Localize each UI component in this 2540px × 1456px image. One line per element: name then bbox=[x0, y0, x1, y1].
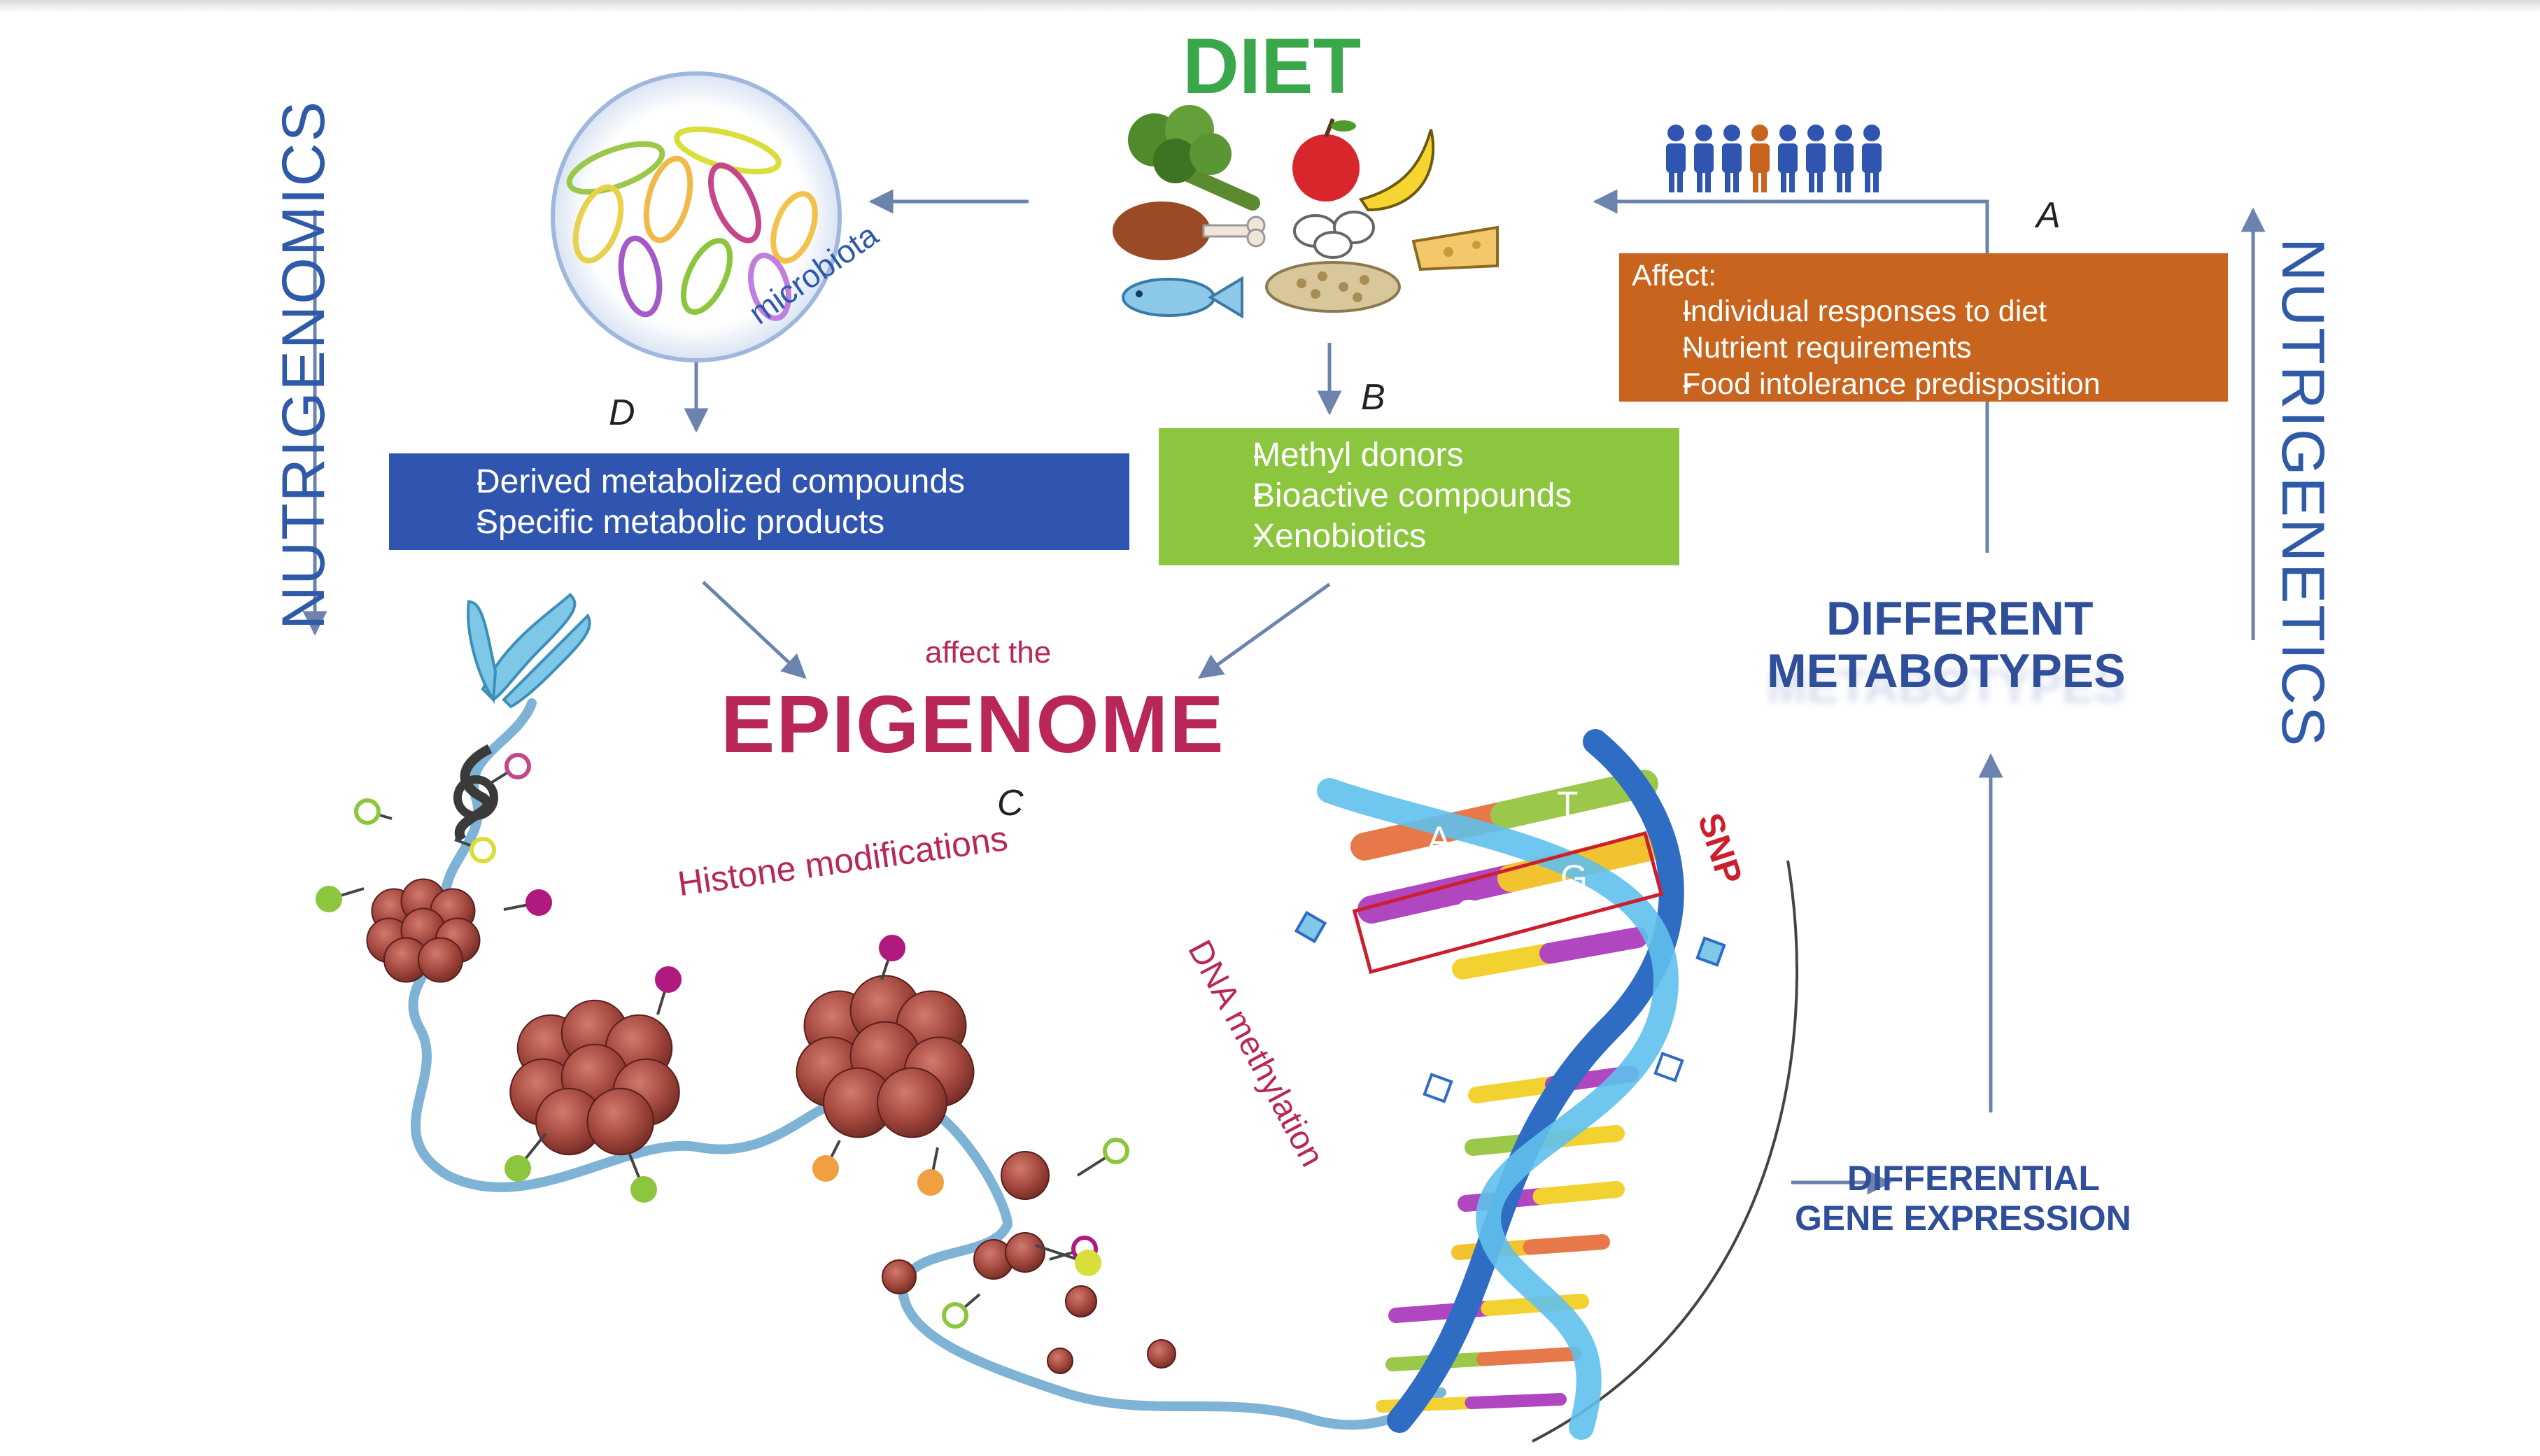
top-shadow-bar bbox=[0, 0, 2540, 13]
chicken-leg-icon bbox=[1113, 202, 1266, 260]
diet-compound-item: Bioactive compounds bbox=[1174, 476, 1664, 516]
modification-mark bbox=[879, 935, 905, 980]
base-letter-g: G bbox=[1560, 858, 1588, 897]
affect-box: Affect: Individual responses to diet Nut… bbox=[1619, 253, 2228, 402]
flow-arrows bbox=[302, 189, 2266, 1443]
microbiota-products-box: Derived metabolized compounds Specific m… bbox=[389, 453, 1129, 550]
broccoli-icon bbox=[1128, 105, 1260, 211]
person-icon bbox=[1750, 125, 1770, 192]
diet-compound-item: Methyl donors bbox=[1174, 435, 1664, 476]
eggs-icon bbox=[1293, 211, 1375, 259]
person-icon bbox=[1778, 125, 1798, 192]
modification-mark bbox=[655, 966, 682, 1015]
modification-mark bbox=[942, 1293, 981, 1329]
nucleosome bbox=[796, 975, 975, 1138]
modification-mark bbox=[1035, 1244, 1101, 1276]
nucleosome bbox=[366, 878, 481, 983]
nutrigenetics-label: NUTRIGENETICS bbox=[2269, 238, 2336, 748]
dna-helix-illustration bbox=[1294, 729, 1726, 1440]
dna-bracket bbox=[1532, 860, 1799, 1443]
methyl-groups bbox=[1294, 910, 1726, 1103]
person-icon bbox=[1834, 125, 1854, 192]
population-icons bbox=[1666, 125, 1882, 192]
person-icon bbox=[1806, 125, 1826, 192]
affect-item: Food intolerance predisposition bbox=[1632, 366, 2215, 402]
microbiota-illustration bbox=[551, 71, 842, 362]
modification-mark bbox=[1076, 1138, 1129, 1177]
modification-mark bbox=[503, 889, 552, 916]
nucleosome bbox=[1005, 1232, 1045, 1273]
nucleosome bbox=[882, 1259, 917, 1294]
person-icon bbox=[1666, 125, 1686, 192]
snp-highlight-box bbox=[1352, 831, 1664, 975]
nucleosome bbox=[1001, 1151, 1050, 1200]
apple-icon bbox=[1292, 118, 1360, 202]
label-c: C bbox=[997, 783, 1024, 824]
base-pair bbox=[1452, 927, 1648, 980]
metabotypes-line1: DIFFERENT bbox=[1826, 592, 2094, 645]
histone-modification-marks bbox=[316, 753, 1129, 1329]
nucleosome bbox=[509, 999, 680, 1156]
nutrigenomics-label: NUTRIGENOMICS bbox=[270, 100, 337, 630]
modification-mark bbox=[488, 753, 531, 785]
diet-compounds-list: Methyl donors Bioactive compounds Xenobi… bbox=[1174, 435, 1664, 557]
nucleosome bbox=[1047, 1348, 1073, 1374]
chromatin-illustration bbox=[316, 593, 1446, 1430]
person-icon bbox=[1694, 125, 1714, 192]
diet-compound-item: Xenobiotics bbox=[1174, 516, 1664, 557]
modification-mark bbox=[505, 1132, 547, 1182]
diet-title: DIET bbox=[1183, 22, 1362, 110]
microbiota-product-item: Specific metabolic products bbox=[403, 502, 1115, 543]
chromosome-icon bbox=[467, 593, 591, 709]
grains-icon bbox=[1265, 261, 1401, 313]
base-letter-c: C bbox=[1455, 893, 1481, 932]
affect-the-label: affect the bbox=[925, 635, 1052, 670]
histone-nucleosomes bbox=[366, 878, 1176, 1374]
nucleosome bbox=[1065, 1285, 1097, 1317]
modification-mark bbox=[917, 1147, 944, 1196]
label-a: A bbox=[2036, 195, 2061, 236]
person-icon bbox=[1722, 125, 1742, 192]
modification-mark bbox=[316, 886, 365, 912]
epigenome-title: EPIGENOME bbox=[721, 679, 1225, 770]
microbiota-product-item: Derived metabolized compounds bbox=[403, 462, 1115, 502]
affect-item: Nutrient requirements bbox=[1632, 330, 2215, 366]
base-letter-t: T bbox=[1557, 784, 1579, 824]
label-d: D bbox=[609, 393, 635, 433]
microbiota-products-list: Derived metabolized compounds Specific m… bbox=[403, 462, 1115, 543]
label-b: B bbox=[1361, 377, 1385, 418]
diet-foods-illustration bbox=[1113, 105, 1499, 319]
gene-expression-line1: DIFFERENTIAL bbox=[1847, 1159, 2101, 1198]
person-icon bbox=[1862, 125, 1882, 192]
arrow-blue-box-to-epigenome bbox=[702, 581, 807, 679]
modification-mark bbox=[354, 798, 393, 825]
dna-strand-front bbox=[1317, 778, 1679, 1440]
base-letter-a: A bbox=[1427, 819, 1451, 858]
fish-icon bbox=[1122, 276, 1243, 319]
affect-list: Individual responses to diet Nutrient re… bbox=[1632, 293, 2215, 402]
base-pair bbox=[1385, 1347, 1581, 1371]
metabotypes-line2: METABOTYPES bbox=[1767, 644, 2126, 698]
diet-compounds-box: Methyl donors Bioactive compounds Xenobi… bbox=[1159, 428, 1679, 565]
gene-expression-line2: GENE EXPRESSION bbox=[1795, 1199, 2131, 1238]
cheese-icon bbox=[1411, 225, 1499, 271]
modification-mark bbox=[812, 1140, 841, 1182]
affect-heading: Affect: bbox=[1632, 259, 1717, 292]
dna-strand-back bbox=[1387, 729, 1684, 1433]
arrow-metabotypes-to-diet bbox=[1593, 189, 1989, 553]
affect-item: Individual responses to diet bbox=[1632, 293, 2215, 330]
arrow-green-box-to-epigenome bbox=[1198, 582, 1331, 679]
nucleosome bbox=[1147, 1339, 1176, 1369]
banana-icon bbox=[1358, 129, 1435, 212]
modification-mark bbox=[628, 1154, 657, 1203]
modification-mark bbox=[454, 837, 496, 863]
